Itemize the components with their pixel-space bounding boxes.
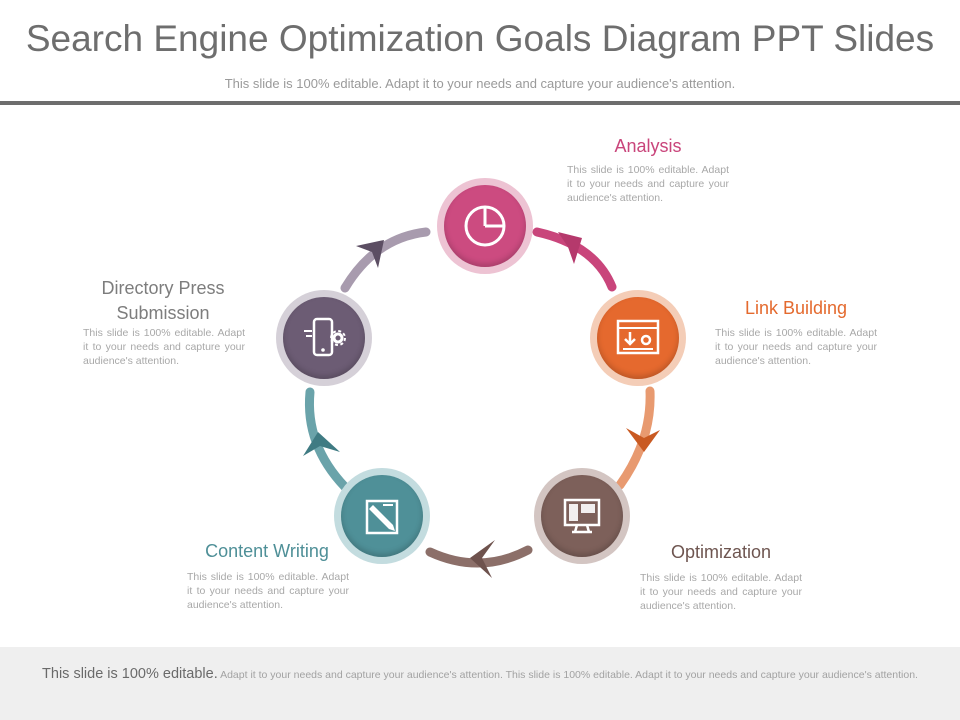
footer-text: This slide is 100% editable. Adapt it to… [30,667,930,683]
label-content-writing: Content Writing [205,541,329,561]
desc-directory-press-submission: This slide is 100% editable. Adapt it to… [83,327,245,367]
node-optimization[interactable] [534,468,630,564]
header-divider [0,101,960,105]
node-content-writing[interactable] [334,468,430,564]
pencil-edit-icon [365,499,399,535]
page-subtitle: This slide is 100% editable. Adapt it to… [224,76,736,91]
monitor-icon [563,498,601,534]
desc-link-building: This slide is 100% editable. Adapt it to… [715,327,877,367]
footer-body: Adapt it to your needs and capture your … [220,669,918,681]
mobile-gear-icon [304,317,346,357]
label-link-building: Link Building [744,298,848,318]
node-link-building[interactable] [590,290,686,386]
node-analysis[interactable] [437,178,533,274]
arrow-linkbuilding-optimization [626,428,660,452]
footer-lead: This slide is 100% editable. [42,666,218,682]
desc-analysis: This slide is 100% editable. Adapt it to… [567,164,729,204]
label-directory-press-submission: Directory Press Submission [101,278,225,323]
node-directory-press-submission[interactable] [276,290,372,386]
arrow-contentwriting-directory [303,432,340,456]
download-window-icon [616,319,660,355]
footer-bar: This slide is 100% editable. Adapt it to… [0,647,960,720]
label-optimization: Optimization [670,542,772,562]
arrow-optimization-contentwriting [470,540,495,578]
label-analysis: Analysis [614,136,682,156]
page-title: Search Engine Optimization Goals Diagram… [25,18,935,59]
arrow-analysis-linkbuilding [558,232,582,264]
arc-analysis-linkbuilding [532,227,617,292]
pie-chart-icon [464,205,506,247]
arc-directory-analysis [340,227,431,293]
desc-optimization: This slide is 100% editable. Adapt it to… [640,572,802,612]
arrow-directory-analysis [356,240,384,268]
desc-content-writing: This slide is 100% editable. Adapt it to… [187,571,349,611]
